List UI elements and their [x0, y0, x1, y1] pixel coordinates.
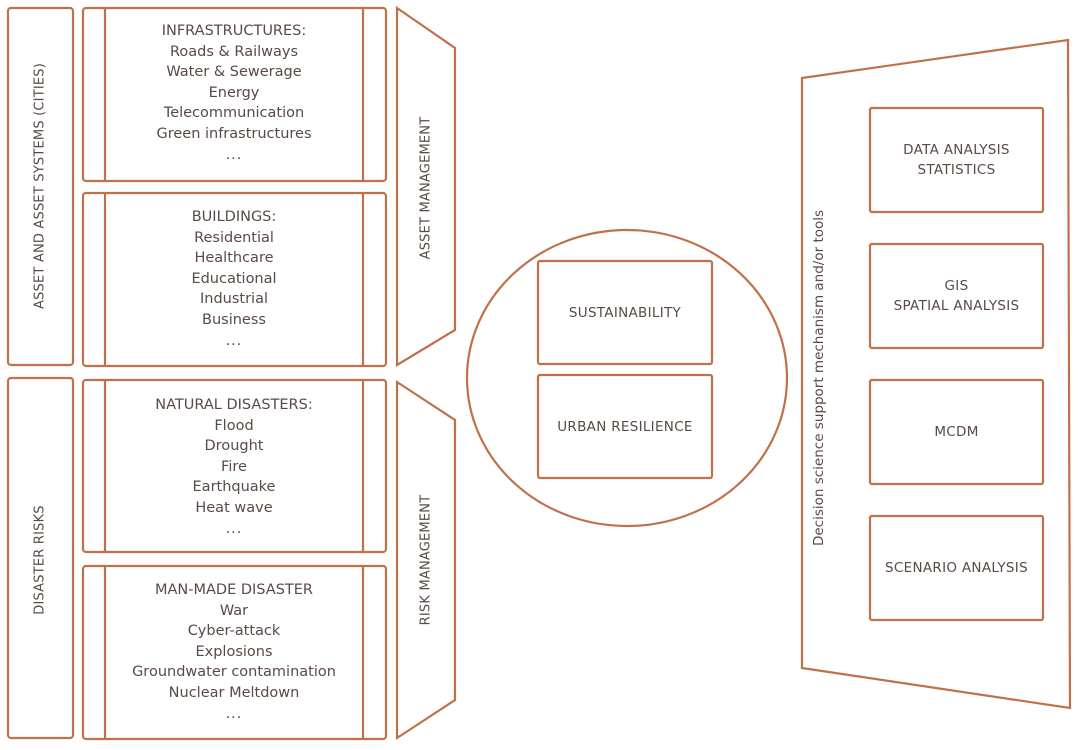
man-made-disaster-box	[81, 564, 388, 741]
urban-resilience-label: URBAN RESILIENCE	[557, 418, 693, 435]
list-item: Cyber-attack	[187, 623, 281, 640]
list-item: Roads & Railways	[169, 43, 299, 60]
tool-gis: GIS SPATIAL ANALYSIS	[870, 244, 1043, 348]
list-item: Healthcare	[194, 250, 274, 267]
list-item: Telecommunication	[163, 105, 305, 122]
list-item: Green infrastructures	[156, 125, 312, 142]
tool-line: GIS	[944, 278, 969, 294]
risk-management-label: RISK MANAGEMENT	[418, 494, 434, 626]
urban-resilience-box	[536, 373, 714, 480]
asset-management-label: ASSET MANAGEMENT	[418, 116, 434, 260]
goals-ellipse	[465, 228, 789, 528]
list-item: Energy	[208, 84, 260, 101]
tool-line: MCDM	[934, 424, 979, 440]
tool-data-analysis: DATA ANALYSIS STATISTICS	[870, 108, 1043, 212]
tool-box-data-analysis	[868, 106, 1045, 214]
list-item: War	[219, 602, 249, 619]
list-item: Nuclear Meltdown	[168, 684, 300, 701]
list-item: Educational	[191, 270, 277, 287]
list-item: Business	[202, 311, 266, 328]
list-item: Water & Sewerage	[166, 64, 302, 81]
list-item: Fire	[221, 458, 247, 475]
tool-line: SCENARIO ANALYSIS	[885, 560, 1028, 576]
tool-mcdm: MCDM	[870, 380, 1043, 484]
natural-disasters-box	[81, 378, 388, 554]
buildings-text: BUILDINGS: Residential Healthcare Educat…	[105, 207, 363, 351]
natural-disasters-text: NATURAL DISASTERS: Flood Drought Fire Ea…	[105, 395, 363, 539]
ellipsis: ...	[225, 520, 243, 537]
list-item: Drought	[204, 438, 264, 455]
list-item: Earthquake	[192, 479, 276, 496]
ellipsis: ...	[225, 332, 243, 349]
ellipsis: ...	[225, 146, 243, 163]
buildings-box	[81, 191, 388, 368]
list-item: Residential	[194, 229, 274, 246]
tool-line: STATISTICS	[917, 162, 996, 178]
tool-box-scenario	[868, 514, 1045, 622]
decision-support-label: Decision science support mechanism and/o…	[811, 209, 827, 547]
tool-scenario-analysis: SCENARIO ANALYSIS	[870, 516, 1043, 620]
sustainability-box	[536, 259, 714, 366]
asset-systems-box	[6, 6, 75, 367]
ellipsis: ...	[225, 705, 243, 722]
decision-support-trapezoid	[800, 38, 1072, 710]
asset-management-trapezoid	[395, 5, 457, 367]
buildings-title: BUILDINGS:	[191, 209, 277, 225]
infrastructures-box	[81, 6, 388, 183]
tool-line: SPATIAL ANALYSIS	[893, 298, 1020, 314]
risk-management-trapezoid	[395, 379, 457, 741]
tool-box-mcdm	[868, 378, 1045, 486]
list-item: Flood	[214, 417, 254, 434]
list-item: Heat wave	[195, 499, 273, 516]
sustainability-label: SUSTAINABILITY	[568, 304, 682, 321]
tool-box-gis	[868, 242, 1045, 350]
natural-disasters-title: NATURAL DISASTERS:	[155, 397, 313, 413]
infrastructures-title: INFRASTRUCTURES:	[161, 23, 307, 39]
disaster-risks-label: DISASTER RISKS	[32, 505, 48, 615]
list-item: Explosions	[195, 643, 273, 660]
asset-systems-label: ASSET AND ASSET SYSTEMS (CITIES)	[32, 62, 48, 310]
disaster-risks-box	[6, 376, 75, 740]
list-item: Groundwater contamination	[132, 664, 336, 681]
man-made-disaster-text: MAN-MADE DISASTER War Cyber-attack Explo…	[105, 580, 363, 724]
tool-line: DATA ANALYSIS	[903, 142, 1010, 158]
infrastructures-text: INFRASTRUCTURES: Roads & Railways Water …	[105, 21, 363, 165]
list-item: Industrial	[199, 291, 268, 308]
man-made-disaster-title: MAN-MADE DISASTER	[154, 582, 313, 598]
